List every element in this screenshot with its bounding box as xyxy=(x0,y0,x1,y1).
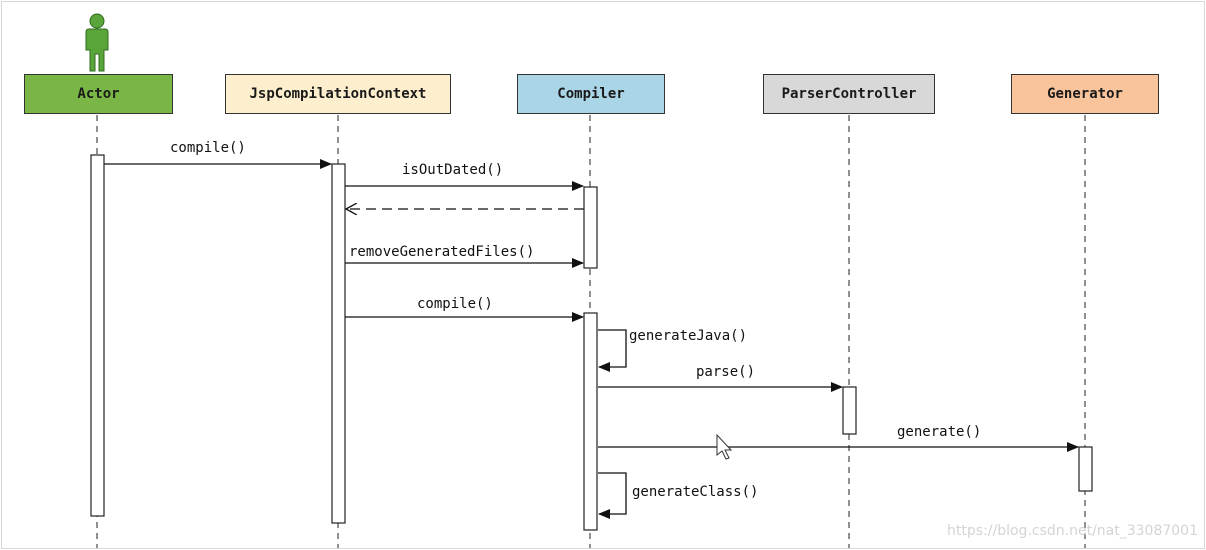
participant-actor: Actor xyxy=(24,74,173,114)
message-arrow-generatejava xyxy=(598,329,627,372)
message-label-removegeneratedfiles: removeGeneratedFiles() xyxy=(349,244,535,260)
person-icon xyxy=(85,13,109,72)
message-label-generateclass: generateClass() xyxy=(632,484,759,500)
message-label-generatejava: generateJava() xyxy=(629,328,748,344)
message-label-generate: generate() xyxy=(897,424,982,440)
cursor-icon xyxy=(716,433,733,460)
participant-label: Actor xyxy=(77,86,120,102)
message-label-isoutdated: isOutDated() xyxy=(402,162,504,178)
participant-label: Generator xyxy=(1047,86,1123,102)
activation-compiler-2 xyxy=(583,312,598,531)
activation-parser xyxy=(842,386,857,435)
activation-generator xyxy=(1078,446,1093,492)
participant-jspcompilationcontext: JspCompilationContext xyxy=(225,74,451,114)
participant-generator: Generator xyxy=(1011,74,1159,114)
participant-label: Compiler xyxy=(557,86,625,102)
participant-label: JspCompilationContext xyxy=(249,86,427,102)
participant-label: ParserController xyxy=(781,86,917,102)
activation-actor xyxy=(90,154,105,517)
message-label-parse: parse() xyxy=(696,364,756,380)
message-label-compile-1: compile() xyxy=(170,140,246,156)
participant-compiler: Compiler xyxy=(517,74,665,114)
activation-jsp xyxy=(331,163,346,524)
participant-parsercontroller: ParserController xyxy=(763,74,935,114)
watermark: https://blog.csdn.net/nat_33087001 xyxy=(947,523,1198,539)
message-label-compile-2: compile() xyxy=(417,296,493,312)
message-arrow-generateclass xyxy=(598,472,627,519)
activation-compiler-1 xyxy=(583,186,598,269)
